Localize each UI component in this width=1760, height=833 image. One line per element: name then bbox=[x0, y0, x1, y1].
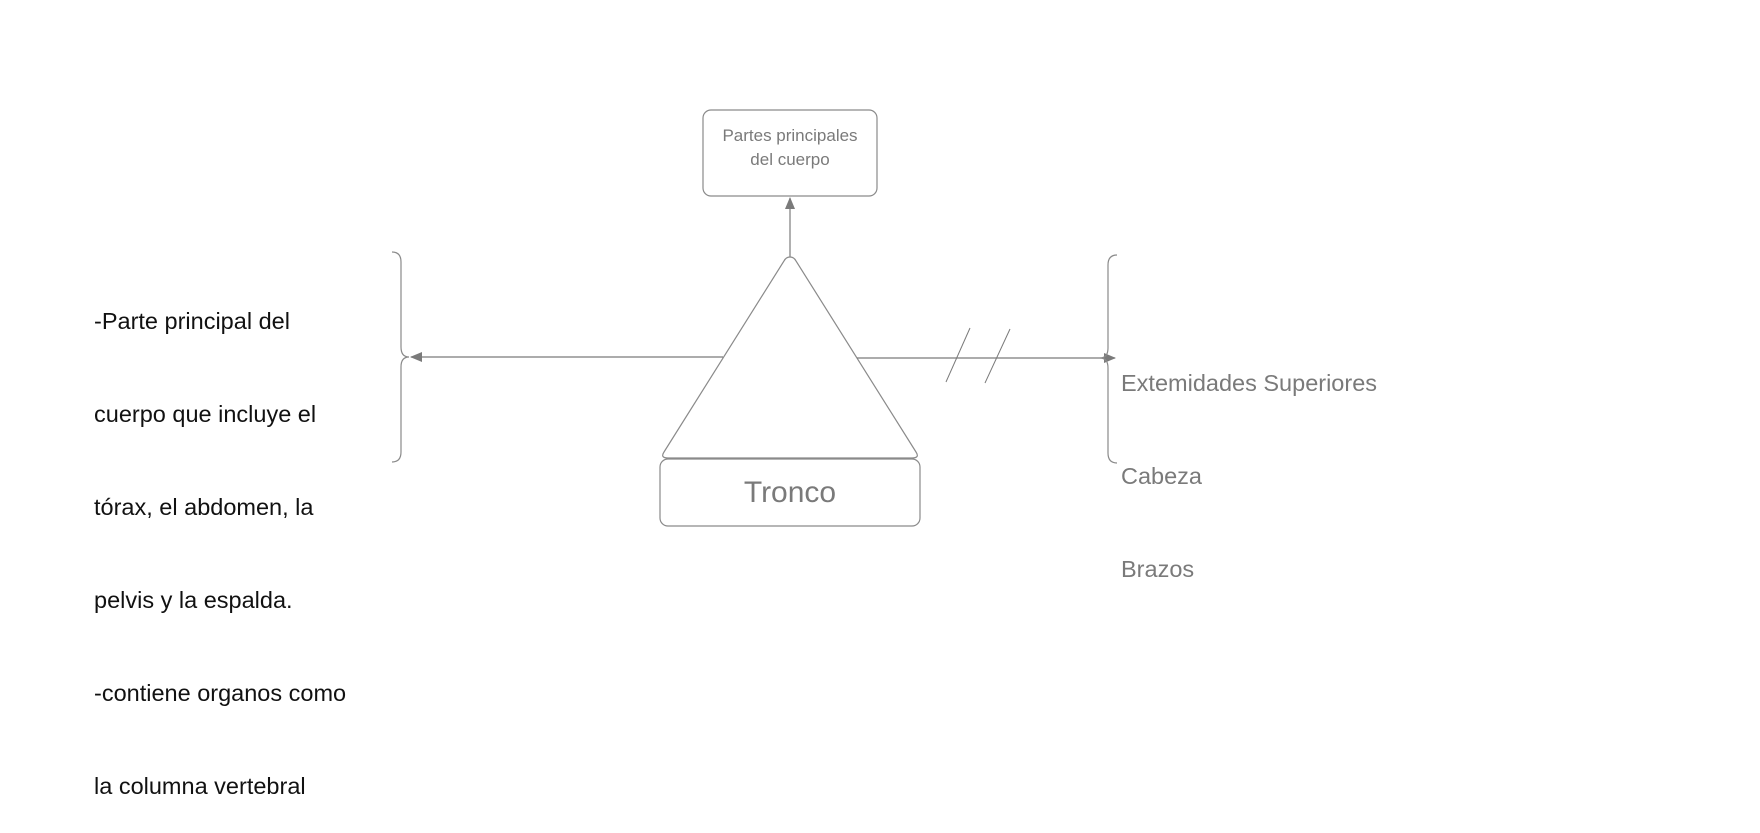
triangle-shape bbox=[662, 256, 918, 459]
break-mark-1 bbox=[945, 327, 971, 383]
tronco-label: Tronco bbox=[743, 475, 837, 509]
right-brace bbox=[1099, 254, 1118, 464]
tronco-box bbox=[659, 458, 921, 527]
right-list-item: Extemidades Superiores bbox=[1121, 370, 1378, 396]
diagram-canvas bbox=[391, 109, 1118, 527]
top-box bbox=[702, 109, 878, 197]
right-list: Extemidades Superiores Cabeza Brazos bbox=[1121, 306, 1377, 616]
left-brace bbox=[391, 251, 410, 463]
top-box-label: Partes principales del cuerpo bbox=[703, 110, 877, 196]
top-box-line: del cuerpo bbox=[750, 150, 830, 169]
right-list-item: Cabeza bbox=[1121, 463, 1202, 489]
left-note-line: cuerpo que incluye el bbox=[94, 401, 317, 427]
top-box-line: Partes principales bbox=[722, 126, 858, 145]
right-list-item: Brazos bbox=[1121, 556, 1195, 582]
left-note-line: pelvis y la espalda. bbox=[94, 587, 293, 613]
break-mark-2 bbox=[984, 328, 1011, 384]
left-note: -Parte principal del cuerpo que incluye … bbox=[94, 244, 346, 833]
left-note-line: tórax, el abdomen, la bbox=[94, 494, 314, 520]
left-note-line: la columna vertebral bbox=[94, 773, 306, 799]
left-note-line: -contiene organos como bbox=[94, 680, 347, 706]
left-note-line: -Parte principal del bbox=[94, 308, 290, 334]
